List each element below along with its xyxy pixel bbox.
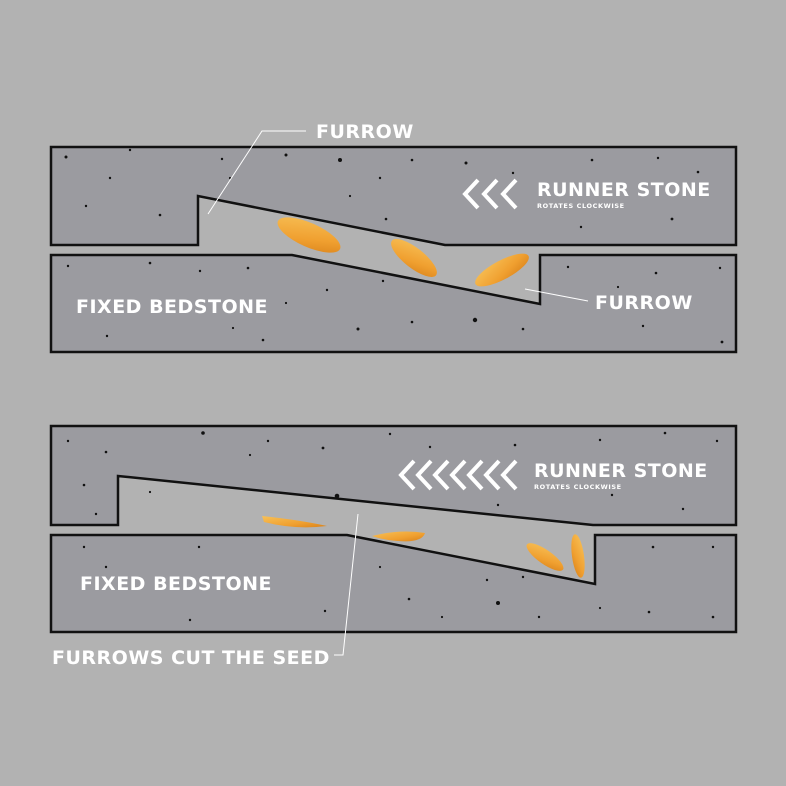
bedstone-top <box>49 253 738 354</box>
runner-stone-label: RUNNER STONE <box>537 179 711 201</box>
seed <box>475 253 529 287</box>
runner-stone-sublabel: ROTATES CLOCKWISE <box>537 202 625 210</box>
chevron-left-icon <box>432 459 450 491</box>
furrows-cut-label: FURROWS CUT THE SEED <box>52 647 330 669</box>
chevron-left-icon <box>449 459 467 491</box>
furrow-top-label: FURROW <box>316 121 414 143</box>
leader-lines-bottom <box>334 513 359 656</box>
seed <box>277 217 341 253</box>
seed <box>391 239 437 277</box>
chevron-left-icon <box>398 459 416 491</box>
bedstone-label: FIXED BEDSTONE <box>76 296 268 318</box>
seed-sliver <box>372 531 425 542</box>
stone-speckles-bottom <box>66 431 719 622</box>
runner-stone-bottom <box>49 424 738 527</box>
rotation-arrows-bottom <box>398 459 518 491</box>
runner-stone-label: RUNNER STONE <box>534 460 708 482</box>
furrow-right-label: FURROW <box>595 292 693 314</box>
chevron-left-icon <box>466 459 484 491</box>
seed <box>571 534 585 578</box>
bedstone-label: FIXED BEDSTONE <box>80 573 272 595</box>
chevron-left-icon <box>500 459 518 491</box>
leader-lines-top <box>207 130 589 302</box>
seed-sliver <box>262 516 327 528</box>
bottom-panel: RUNNER STONE ROTATES CLOCKWISE FIXED BED… <box>49 424 738 669</box>
chevron-left-icon <box>483 459 501 491</box>
seed <box>526 543 564 571</box>
chevron-left-icon <box>462 178 480 210</box>
stone-speckles-top <box>64 148 724 344</box>
chevron-left-icon <box>415 459 433 491</box>
rotation-arrows-top <box>462 178 518 210</box>
chevron-left-icon <box>481 178 499 210</box>
bedstone-bottom <box>49 533 738 634</box>
chevron-left-icon <box>500 178 518 210</box>
top-panel: FURROW RUNNER STONE ROTATES CLOCKWISE FI… <box>49 121 738 354</box>
runner-stone-top <box>49 145 738 247</box>
runner-stone-sublabel: ROTATES CLOCKWISE <box>534 483 622 491</box>
